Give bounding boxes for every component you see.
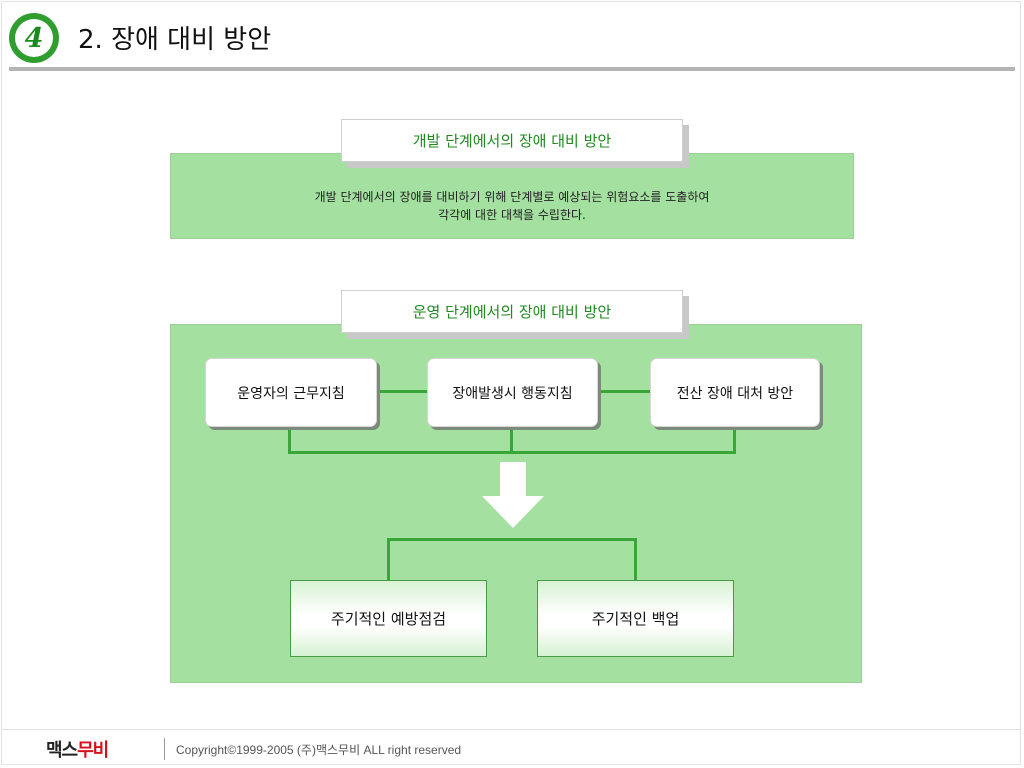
connector-line (377, 390, 427, 393)
company-logo: 맥스무비 (46, 736, 109, 762)
action-box-preventive-check: 주기적인 예방점검 (290, 580, 487, 657)
copyright-text: Copyright©1999-2005 (주)맥스무비 ALL right re… (176, 743, 462, 757)
operation-heading: 운영 단계에서의 장애 대비 방안 (341, 290, 683, 333)
development-description-line1: 개발 단계에서의 장애를 대비하기 위해 단계별로 예상되는 위험요소를 도출하… (314, 190, 710, 204)
badge-inner-circle: 4 (15, 19, 53, 57)
logo-text-part1: 맥스 (46, 740, 78, 761)
connector-line (634, 538, 637, 581)
connector-line (288, 451, 736, 454)
down-arrow-icon (482, 462, 544, 528)
footer-divider (1, 729, 1021, 730)
action-box-backup: 주기적인 백업 (537, 580, 734, 657)
development-heading: 개발 단계에서의 장애 대비 방안 (341, 119, 683, 162)
section-number-badge: 4 (9, 13, 59, 63)
connector-line (510, 427, 513, 453)
connector-line (288, 427, 291, 453)
guideline-box-operator: 운영자의 근무지침 (205, 358, 377, 427)
footer-separator (164, 738, 165, 760)
badge-number: 4 (24, 22, 44, 54)
connector-line (733, 427, 736, 453)
logo-text-part2: 무비 (77, 740, 109, 761)
guideline-box-incident: 장애발생시 행동지침 (427, 358, 598, 427)
connector-line (387, 538, 390, 581)
development-description-line2: 각각에 대한 대책을 수립한다. (438, 208, 586, 222)
connector-line (387, 538, 637, 541)
title-divider (9, 67, 1015, 71)
page-title: 2. 장애 대비 방안 (78, 25, 272, 55)
development-panel: 개발 단계에서의 장애를 대비하기 위해 단계별로 예상되는 위험요소를 도출하… (170, 153, 854, 239)
connector-line (598, 390, 650, 393)
guideline-box-it-failure: 전산 장애 대처 방안 (650, 358, 820, 427)
